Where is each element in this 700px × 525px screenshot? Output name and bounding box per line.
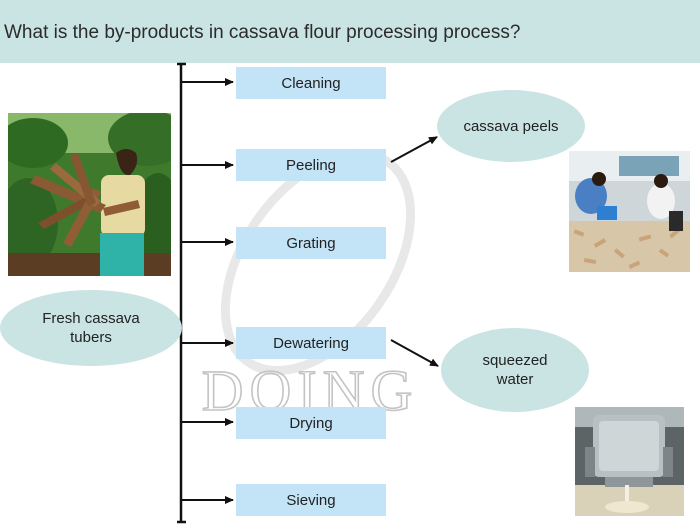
step-grating: Grating	[236, 227, 386, 259]
watermark-logo	[220, 148, 416, 376]
step-drying: Drying	[236, 407, 386, 439]
byproduct-oval-squeezed-water: squeezed water	[441, 328, 589, 412]
arrow-to-cassava-peels	[390, 136, 438, 163]
peeling-workers-photo	[569, 151, 690, 272]
byproduct-label-water-line2: water	[496, 371, 534, 388]
cassava-farmer-photo	[8, 113, 171, 276]
arrow-to-squeezed-water	[390, 339, 439, 367]
step-peeling: Peeling	[236, 149, 386, 181]
step-cleaning: Cleaning	[236, 67, 386, 99]
header-bar: What is the by-products in cassava flour…	[0, 0, 700, 63]
byproduct-oval-cassava-peels: cassava peels	[437, 90, 585, 162]
step-sieving: Sieving	[236, 484, 386, 516]
step-dewatering: Dewatering	[236, 327, 386, 359]
source-label-line1: Fresh cassava	[42, 310, 140, 327]
page-title: What is the by-products in cassava flour…	[4, 22, 521, 43]
byproduct-label-peels: cassava peels	[463, 117, 559, 135]
source-oval-fresh-cassava: Fresh cassava tubers	[0, 290, 182, 366]
source-label-line2: tubers	[70, 329, 112, 346]
byproduct-label-water-line1: squeezed	[482, 352, 548, 369]
dewatering-machine-photo	[575, 407, 684, 516]
